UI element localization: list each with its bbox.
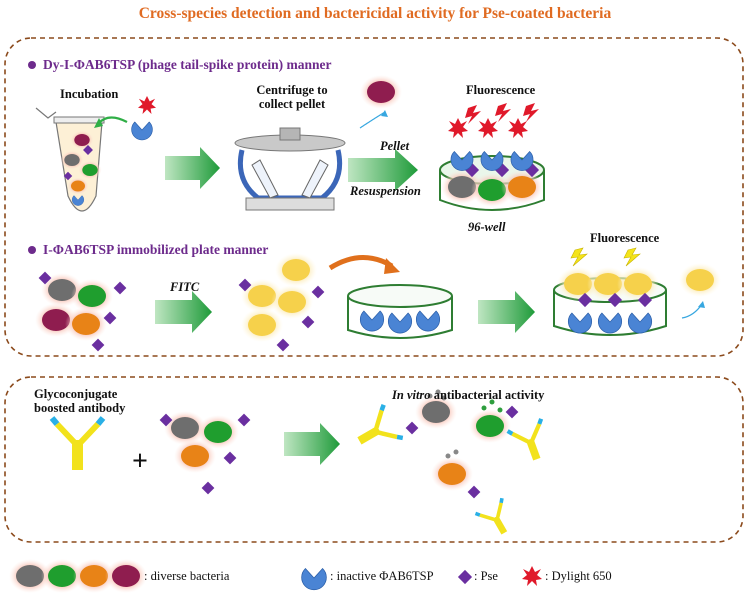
arrow-step-1 (165, 147, 220, 189)
phage-icon (131, 121, 153, 141)
antibody-label-line1: Glycoconjugate (34, 387, 118, 401)
pellet-label: Pellet (380, 139, 410, 153)
bottom-panel-border (4, 376, 744, 543)
legend-dylight: : Dylight 650 (545, 569, 612, 583)
centrifuge-label: Centrifuge to collect pellet (256, 83, 328, 111)
antibody-label: Glycoconjugate boosted antibody (34, 387, 125, 415)
incubation-label: Incubation (60, 87, 119, 101)
bacteria-cluster-2 (159, 411, 251, 495)
arrow-fitc (155, 291, 212, 333)
bullet-b (28, 246, 36, 254)
dylight-icon (138, 96, 156, 114)
antibody-label-line2: boosted antibody (34, 401, 126, 415)
arrow-step-b2 (478, 291, 535, 333)
activity-label-rest: antibacterial activity (430, 388, 545, 402)
antibacterial-activity-graphic (350, 389, 554, 543)
incubation-tube (35, 107, 105, 212)
activity-label: In vitro antibacterial activity (392, 388, 544, 403)
well-label: 96-well (468, 220, 506, 234)
plus-sign: + (132, 446, 148, 477)
immobilized-plate (347, 284, 453, 339)
top-panel-border (4, 37, 744, 357)
arrow-orange (328, 255, 394, 271)
figure-title: Cross-species detection and bactericidal… (138, 5, 612, 22)
arrow-step-2 (348, 149, 418, 191)
fitc-label: FITC (170, 280, 200, 294)
resuspension-label: Resuspension (350, 184, 421, 198)
bacteria-cluster-b (35, 271, 127, 352)
legend-pse: : Pse (474, 569, 498, 583)
discarded-bacterium (360, 75, 402, 109)
released-bacterium (679, 263, 721, 297)
labelled-bacteria-b (238, 253, 325, 352)
arrow-panel2 (284, 423, 340, 465)
fluorescence-label-b: Fluorescence (590, 231, 660, 245)
well-plate-b (553, 247, 667, 336)
legend-bacteria: : diverse bacteria (144, 569, 230, 583)
fluorescence-label-a: Fluorescence (466, 83, 536, 97)
well-plate-a (439, 103, 545, 211)
antibody-icon (52, 418, 103, 470)
section-b-heading: I-ΦAB6TSP immobilized plate manner (43, 242, 269, 257)
centrifuge-icon (234, 127, 346, 211)
activity-label-italic: In vitro (392, 388, 431, 402)
legend-phage: : inactive ΦAB6TSP (330, 569, 434, 583)
bullet-a (28, 61, 36, 69)
section-a-heading: Dy-I-ΦAB6TSP (phage tail-spike protein) … (43, 57, 332, 72)
legend-graphics (9, 559, 542, 593)
